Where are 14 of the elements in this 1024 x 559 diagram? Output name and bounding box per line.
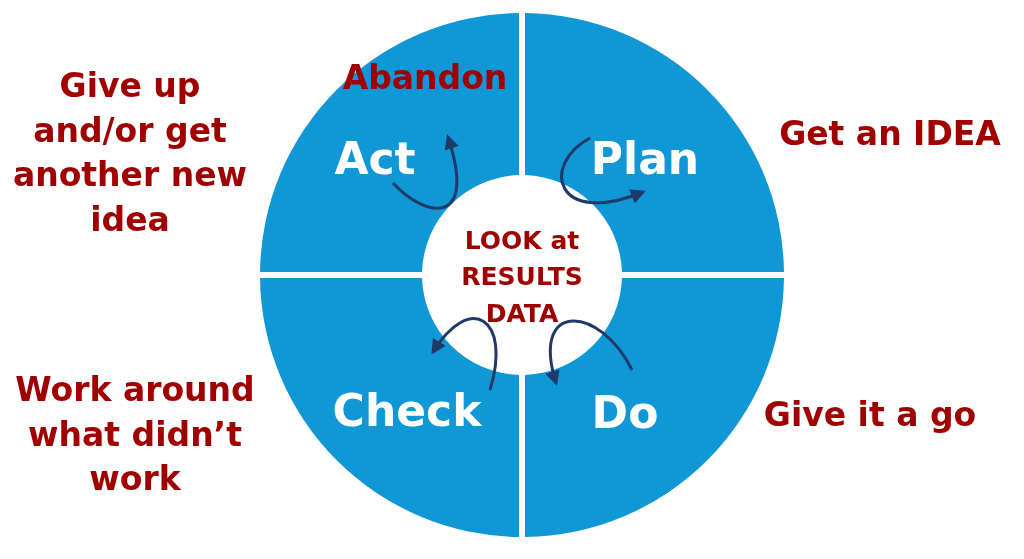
segment-label: Act: [334, 132, 416, 184]
annotation-text: Get an IDEA: [778, 113, 1002, 155]
annotation-text: Give up and/or get another new idea: [11, 65, 249, 241]
curved-arrow: [391, 134, 459, 210]
annotation-text: Work around what didn’t work: [14, 369, 256, 501]
segment-label: Plan: [590, 132, 700, 184]
center-text: LOOK at RESULTS DATA: [460, 224, 584, 330]
curved-arrow: [560, 136, 646, 205]
curved-arrow: [545, 319, 634, 386]
curved-arrow: [431, 317, 498, 391]
annotation-text: Abandon: [342, 57, 508, 97]
segment-label: Check: [332, 384, 482, 436]
annotation-text: Give it a go: [762, 394, 978, 436]
segment-label: Do: [591, 386, 659, 438]
